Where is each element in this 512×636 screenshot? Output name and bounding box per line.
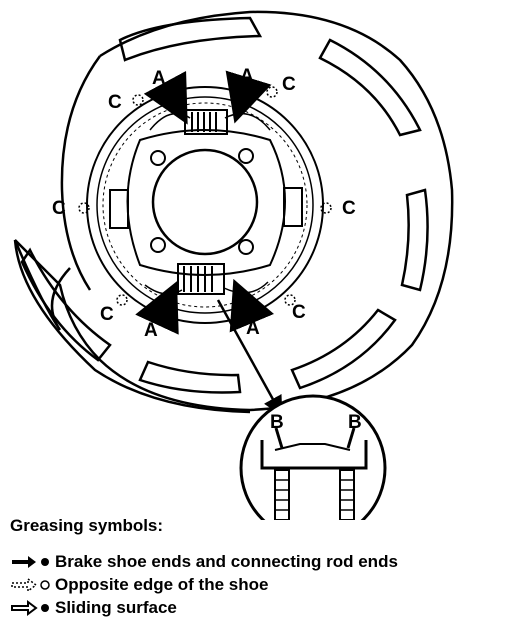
- brake-assembly-diagram: A A A A C C C C C C B B: [13, 10, 454, 520]
- greasing-legend: Greasing symbols: Brake shoe ends and co…: [10, 516, 505, 619]
- dotted-arrow-circle-icon: [11, 577, 50, 592]
- legend-item: Opposite edge of the shoe: [10, 573, 505, 596]
- callout-c-mid-right: C: [342, 198, 356, 219]
- callout-a-bottom-right: A: [246, 318, 260, 339]
- callout-a-bottom-left: A: [144, 320, 158, 341]
- callout-c-top-left: C: [108, 92, 122, 113]
- edge-markers: [78, 86, 332, 306]
- outline-arrow-dot-icon: [11, 599, 49, 616]
- callout-c-bottom-right: C: [292, 302, 306, 323]
- callout-c-top-right: C: [282, 74, 296, 95]
- grease-arrows: [135, 70, 274, 335]
- detail-view: [239, 394, 387, 520]
- callout-b-right: B: [348, 412, 362, 433]
- detail-leader: [216, 299, 283, 417]
- callout-b-left: B: [270, 412, 284, 433]
- legend-item: Brake shoe ends and connecting rod ends: [10, 550, 505, 573]
- callout-c-mid-left: C: [52, 198, 66, 219]
- hub-plate: [109, 129, 303, 276]
- brake-shoes: [86, 86, 324, 324]
- backing-plate: [13, 10, 454, 414]
- callout-a-top-left: A: [152, 68, 166, 89]
- solid-arrow-dot-icon: [12, 555, 49, 568]
- callout-a-top-right: A: [240, 66, 254, 87]
- legend-item: Sliding surface: [10, 596, 505, 619]
- legend-item-text: Brake shoe ends and connecting rod ends: [55, 551, 398, 571]
- legend-title: Greasing symbols:: [10, 516, 164, 535]
- return-springs: [144, 109, 271, 295]
- legend-item-text: Opposite edge of the shoe: [55, 574, 269, 594]
- callout-c-bottom-left: C: [100, 304, 114, 325]
- legend-item-text: Sliding surface: [55, 597, 177, 617]
